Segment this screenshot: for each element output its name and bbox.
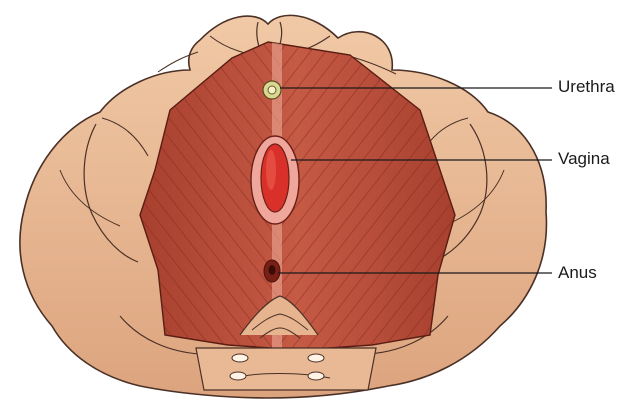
- vagina-opening: [251, 136, 299, 224]
- vagina-label: Vagina: [558, 149, 610, 169]
- anus-opening: [264, 260, 280, 282]
- urethra-opening: [263, 81, 281, 99]
- anus-label: Anus: [558, 263, 597, 283]
- urethra-label: Urethra: [558, 77, 615, 97]
